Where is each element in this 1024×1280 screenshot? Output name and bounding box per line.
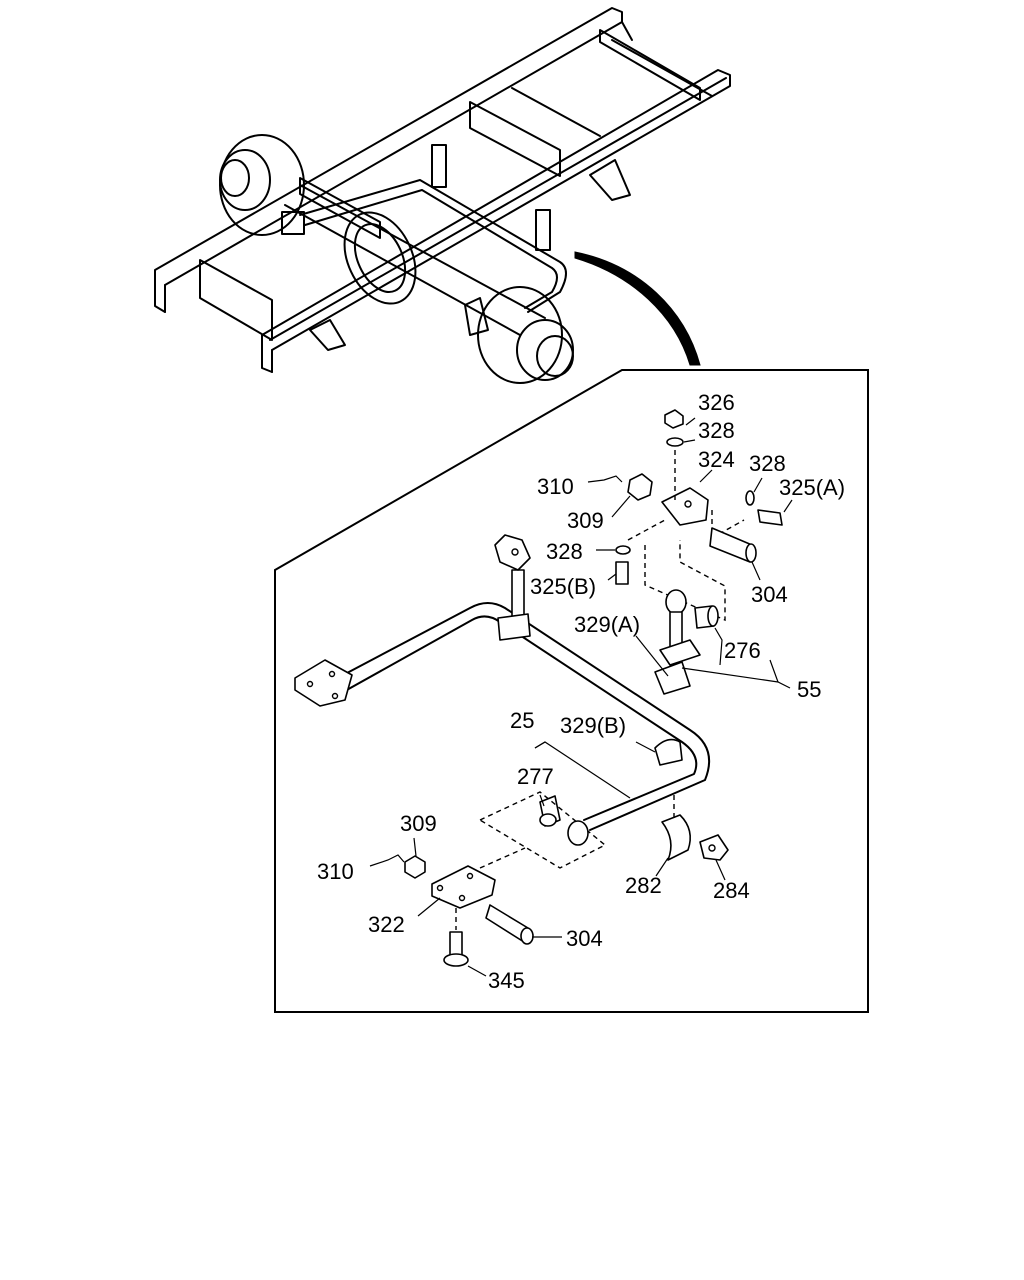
label-329a: 329(A) bbox=[574, 612, 640, 637]
label-328-left: 328 bbox=[546, 539, 583, 564]
label-310-bottom: 310 bbox=[317, 859, 354, 884]
label-324: 324 bbox=[698, 447, 735, 472]
chassis-overview bbox=[154, 7, 731, 384]
label-304-bottom: 304 bbox=[566, 926, 603, 951]
label-310-top: 310 bbox=[537, 474, 574, 499]
label-326: 326 bbox=[698, 390, 735, 415]
label-328-top: 328 bbox=[698, 418, 735, 443]
label-325b: 325(B) bbox=[530, 574, 596, 599]
label-309-top: 309 bbox=[567, 508, 604, 533]
label-345: 345 bbox=[488, 968, 525, 993]
leader-lines bbox=[369, 417, 793, 977]
label-304-top: 304 bbox=[751, 582, 788, 607]
label-325a: 325(A) bbox=[779, 475, 845, 500]
callout-labels: 326 328 324 328 325(A) 310 309 328 325(B… bbox=[317, 390, 845, 993]
label-277: 277 bbox=[517, 764, 554, 789]
label-25: 25 bbox=[510, 708, 534, 733]
label-55: 55 bbox=[797, 677, 821, 702]
label-328-right: 328 bbox=[749, 451, 786, 476]
label-276: 276 bbox=[724, 638, 761, 663]
label-309-bottom: 309 bbox=[400, 811, 437, 836]
label-329b: 329(B) bbox=[560, 713, 626, 738]
detail-frame bbox=[274, 369, 869, 1013]
label-282: 282 bbox=[625, 873, 662, 898]
detail-parts bbox=[294, 409, 783, 967]
label-322: 322 bbox=[368, 912, 405, 937]
label-284: 284 bbox=[713, 878, 750, 903]
